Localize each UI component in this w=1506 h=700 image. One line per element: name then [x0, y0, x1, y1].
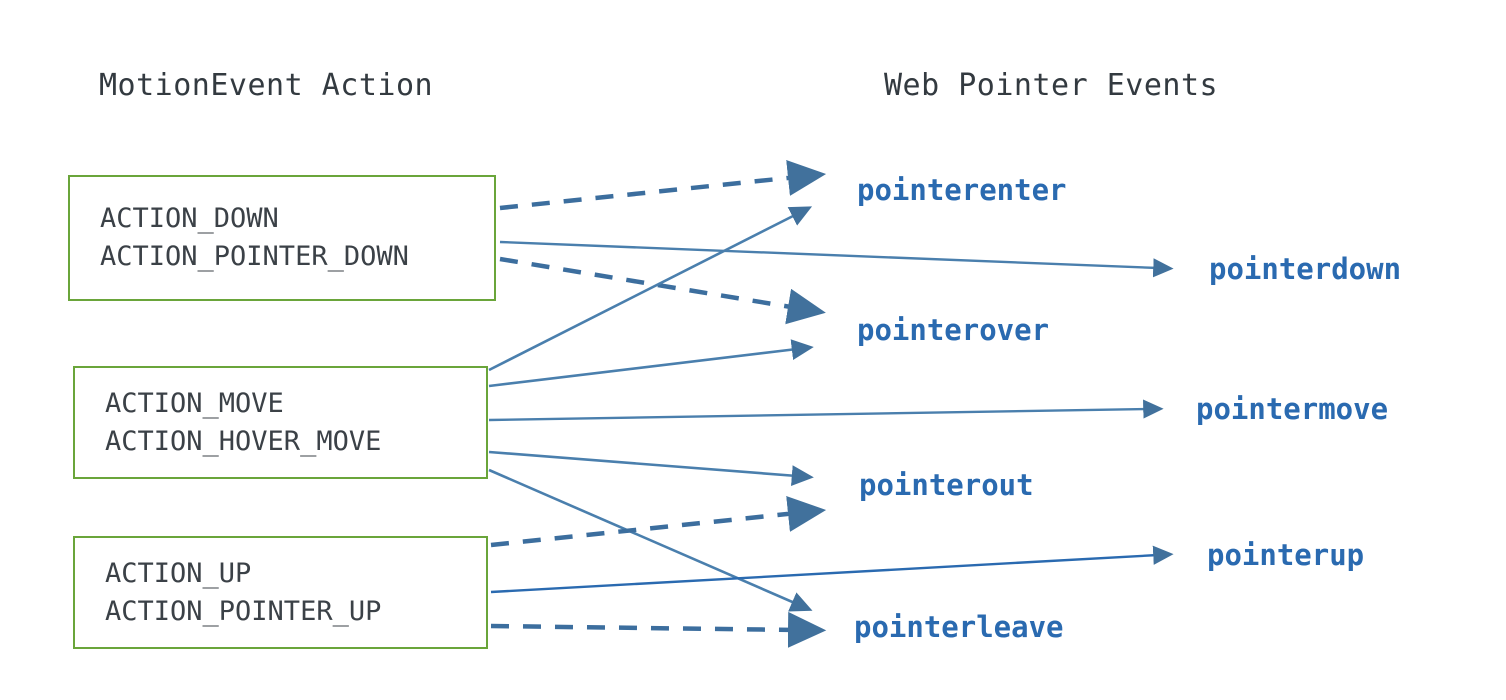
event-label-pointerup[interactable]: pointerup: [1207, 538, 1365, 572]
event-label-pointerdown[interactable]: pointerdown: [1209, 252, 1402, 286]
event-label-pointerleave[interactable]: pointerleave: [854, 610, 1064, 644]
event-label-pointerout[interactable]: pointerout: [859, 468, 1034, 502]
connector-move-to-pointermove: [488, 399, 1164, 422]
action-box-down-line-1: ACTION_DOWN: [100, 203, 279, 234]
action-box-move[interactable]: ACTION_MOVE ACTION_HOVER_MOVE: [73, 366, 488, 479]
action-box-down[interactable]: ACTION_DOWN ACTION_POINTER_DOWN: [68, 175, 496, 301]
connector-up-to-pointerleave: [490, 611, 827, 648]
column-header-motionevent-action: MotionEvent Action: [99, 68, 434, 103]
action-box-up-line-2: ACTION_POINTER_UP: [105, 595, 382, 627]
action-box-move-line-2: ACTION_HOVER_MOVE: [105, 425, 382, 457]
event-label-pointerenter[interactable]: pointerenter: [857, 173, 1067, 207]
event-label-pointerover[interactable]: pointerover: [857, 313, 1050, 347]
action-box-up-line-1: ACTION_UP: [105, 557, 252, 589]
column-header-web-pointer-events: Web Pointer Events: [884, 68, 1219, 103]
connector-up-to-pointerout: [490, 496, 827, 548]
connector-move-to-pointerenter: [488, 206, 813, 372]
connector-down-to-pointerover: [499, 256, 826, 325]
connector-down-to-pointerdown: [499, 240, 1174, 278]
connector-down-to-pointerenter: [499, 160, 827, 211]
connector-move-to-pointerleave: [488, 468, 813, 612]
action-box-down-line-2: ACTION_POINTER_DOWN: [100, 241, 409, 272]
action-box-up[interactable]: ACTION_UP ACTION_POINTER_UP: [73, 536, 488, 649]
connector-up-to-pointerup: [490, 545, 1174, 594]
event-label-pointermove[interactable]: pointermove: [1196, 392, 1389, 426]
connector-move-to-pointerout: [488, 450, 814, 486]
connector-move-to-pointerover: [488, 339, 814, 388]
action-box-move-line-1: ACTION_MOVE: [105, 387, 284, 419]
